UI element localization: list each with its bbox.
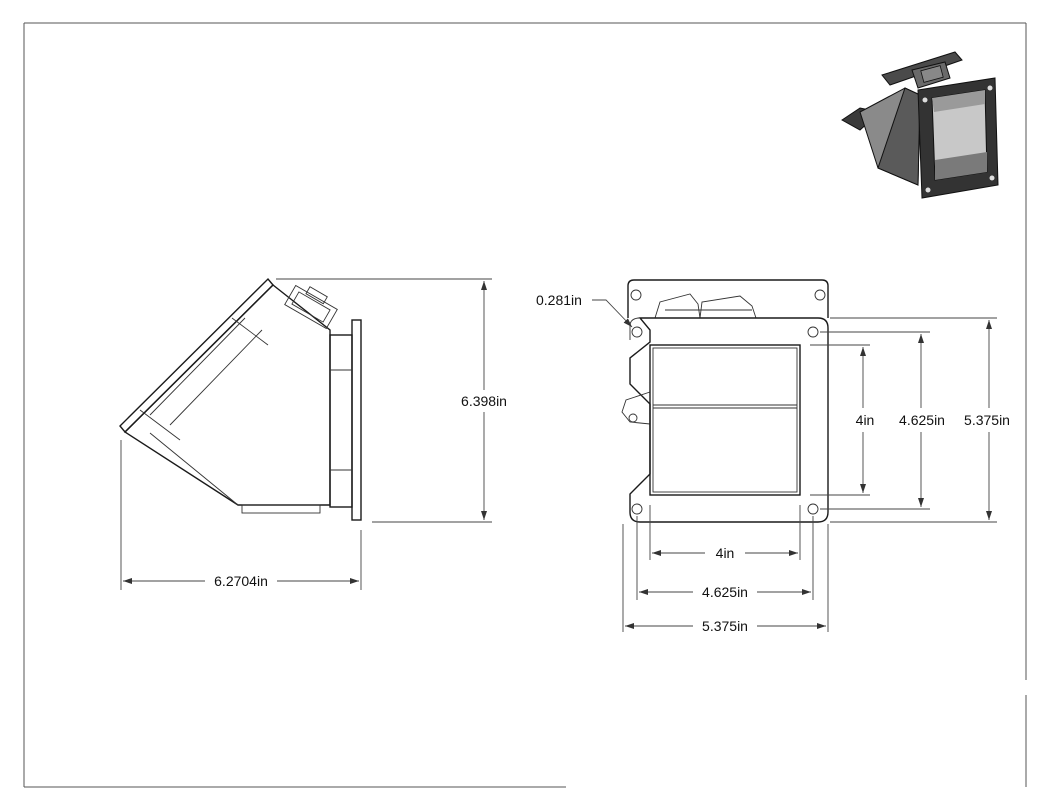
front-view <box>621 279 829 523</box>
hole-spacing-vertical-label: 4.625in <box>899 412 945 428</box>
overall-height-label: 5.375in <box>964 412 1010 428</box>
side-view <box>119 277 362 521</box>
side-dimensions: 6.398in 6.2704in <box>120 278 507 590</box>
side-height-label: 6.398in <box>461 393 507 409</box>
opening-width-label: 4in <box>716 545 735 561</box>
opening-height-label: 4in <box>856 412 875 428</box>
drawing-frame <box>23 22 1027 788</box>
overall-width-label: 5.375in <box>702 618 748 634</box>
side-width-label: 6.2704in <box>214 573 268 589</box>
isometric-view <box>841 51 999 199</box>
hole-spacing-horizontal-label: 4.625in <box>702 584 748 600</box>
hole-diameter-label: 0.281in <box>536 292 582 308</box>
front-dimensions: 0.281in 4in 4.625in 5.375in 4in <box>536 292 1010 634</box>
